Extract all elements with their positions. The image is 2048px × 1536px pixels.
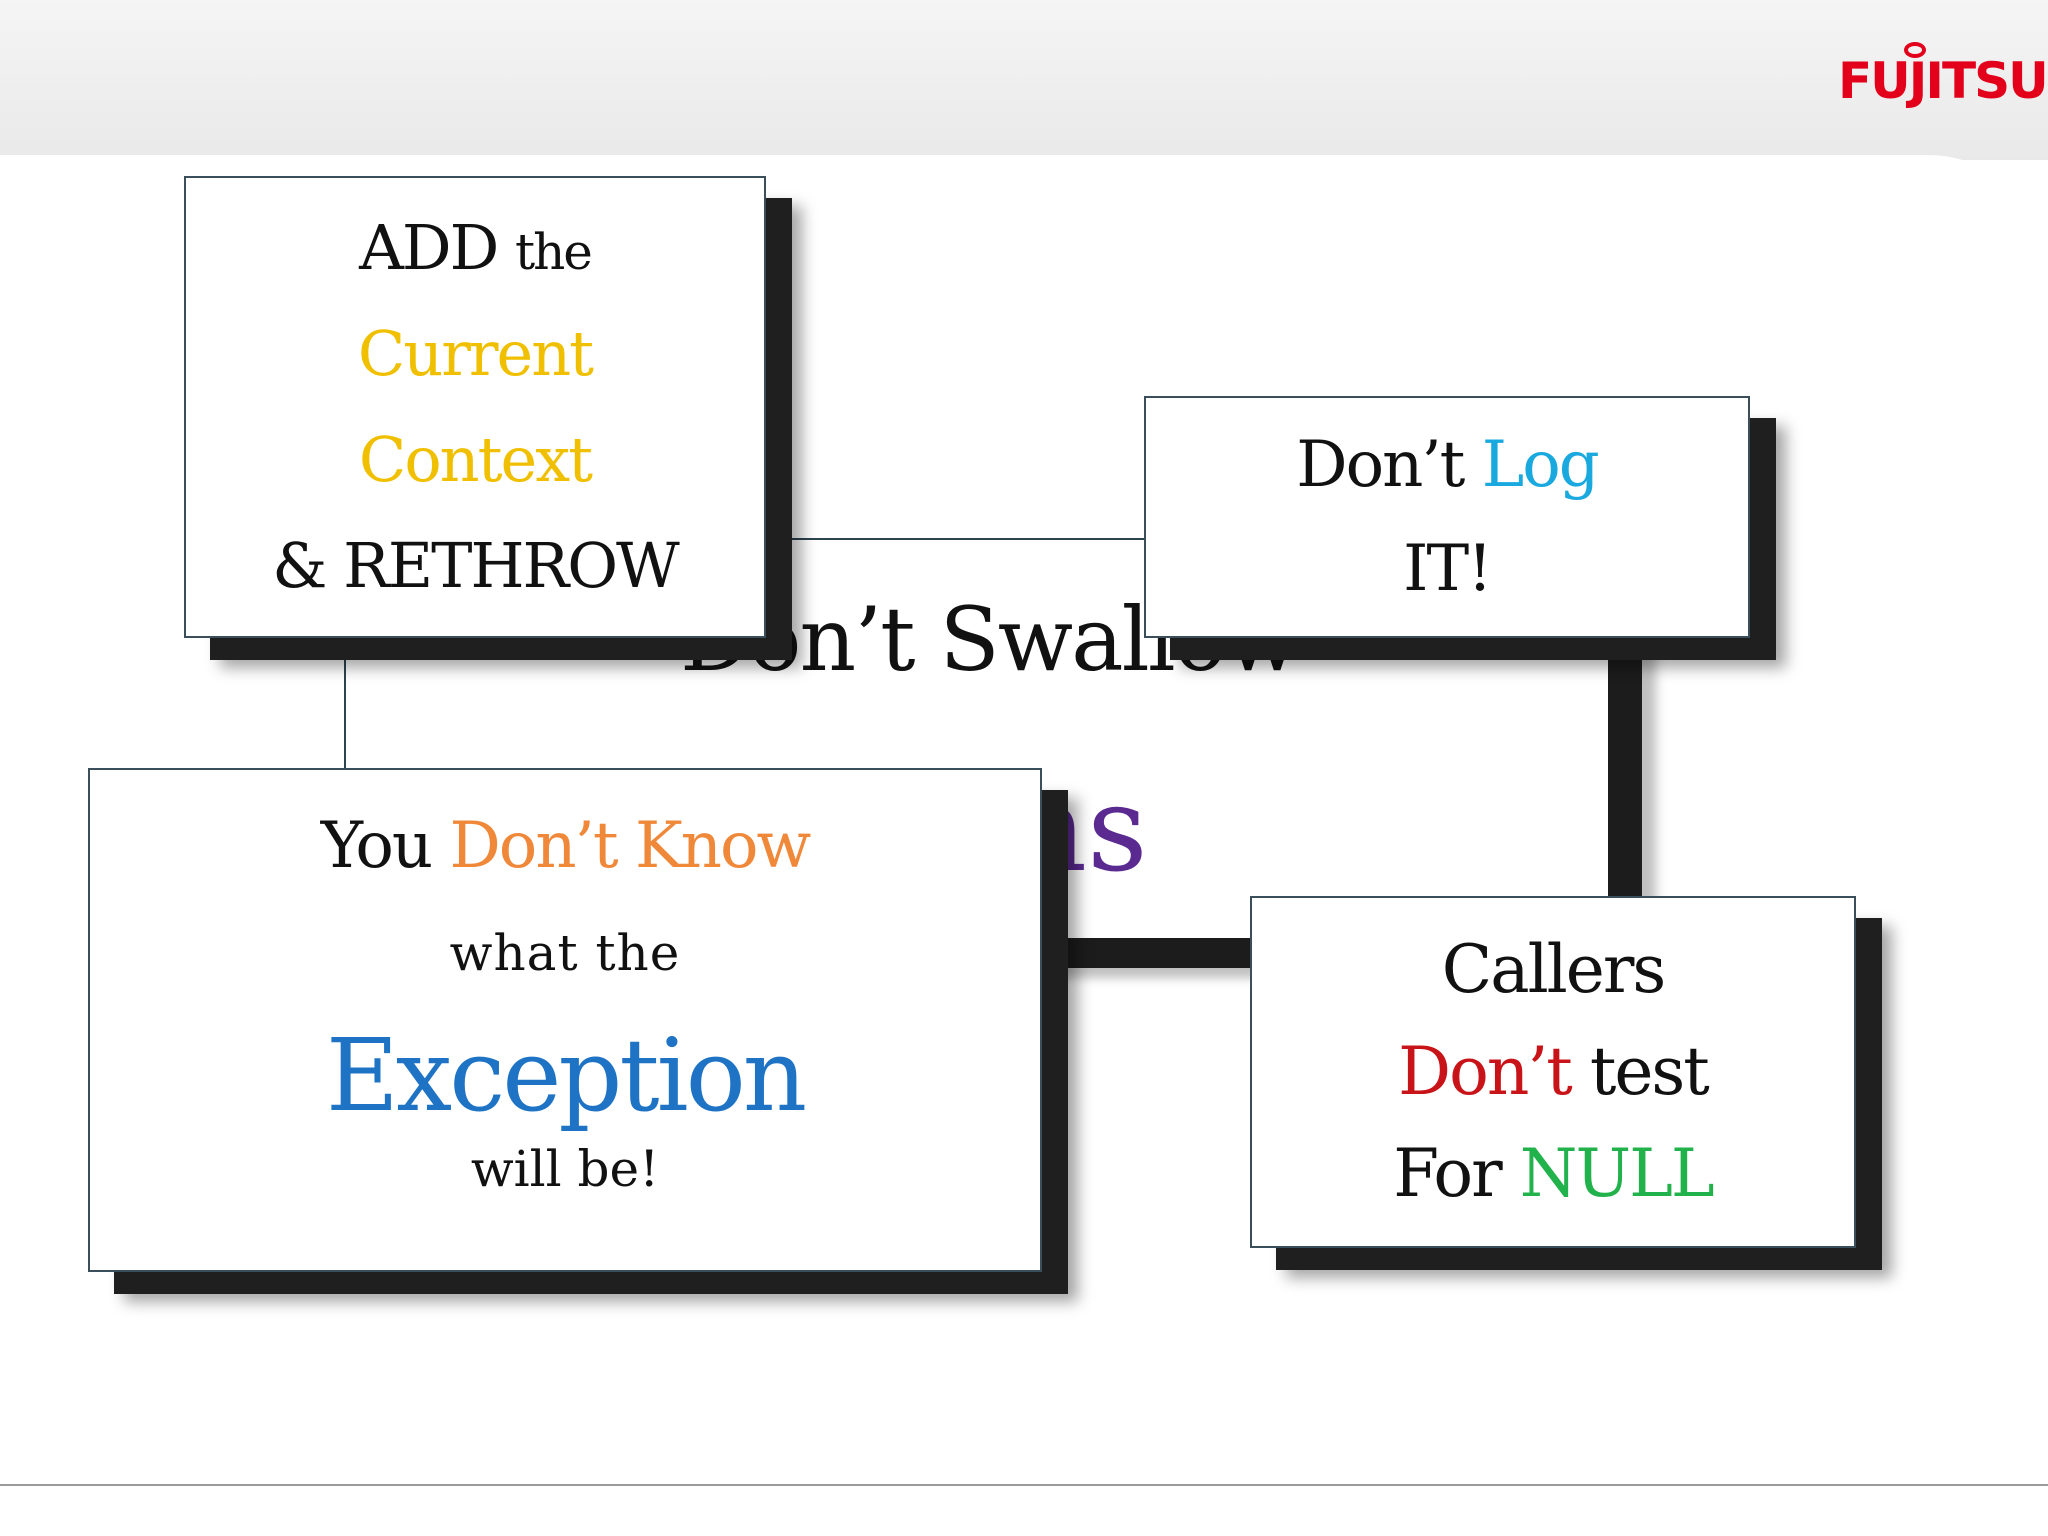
text-for: For	[1393, 1135, 1502, 1212]
box-add-context-line1: ADD the	[359, 217, 593, 281]
text-test: test	[1589, 1033, 1710, 1110]
text-rethrow: & RETHROW	[272, 529, 679, 602]
text-current: Current	[357, 317, 594, 390]
connector-know-to-null	[1042, 938, 1250, 968]
header-band	[0, 0, 2048, 160]
text-log: Log	[1481, 428, 1600, 502]
box-dont-log: Don’t Log IT!	[1144, 396, 1750, 638]
box-dont-know-line1: You Don’t Know	[321, 814, 812, 878]
text-dont-red: Don’t	[1398, 1033, 1573, 1110]
text-what-the: what the	[449, 924, 681, 982]
box-test-null-line2: Don’t test	[1398, 1039, 1710, 1105]
connector-context-to-know	[344, 638, 346, 768]
text-will-be: will be!	[470, 1140, 660, 1198]
text-it: IT!	[1403, 532, 1493, 606]
text-add: ADD	[359, 211, 499, 284]
text-callers: Callers	[1441, 931, 1667, 1008]
text-context: Context	[358, 423, 593, 496]
text-you: You	[320, 809, 433, 883]
connector-context-to-log	[766, 538, 1144, 540]
box-dont-log-line1: Don’t Log	[1296, 433, 1599, 497]
logo-infinity-mark	[1904, 42, 1926, 58]
text-null: NULL	[1519, 1135, 1715, 1212]
box-dont-know-exception: You Don’t Know what the Exception will b…	[88, 768, 1042, 1272]
box-test-null-line3: For NULL	[1393, 1141, 1715, 1207]
box-test-null: Callers Don’t test For NULL	[1250, 896, 1856, 1248]
text-dont-know: Don’t Know	[449, 809, 811, 883]
footer-rule	[0, 1484, 2048, 1486]
connector-log-to-null	[1608, 638, 1642, 896]
box-add-context: ADD the Current Context & RETHROW	[184, 176, 766, 638]
fujitsu-logo: FUJITSU	[1838, 52, 2048, 110]
text-dont: Don’t	[1296, 428, 1465, 502]
text-exception: Exception	[325, 1017, 807, 1134]
text-the: the	[515, 223, 593, 281]
